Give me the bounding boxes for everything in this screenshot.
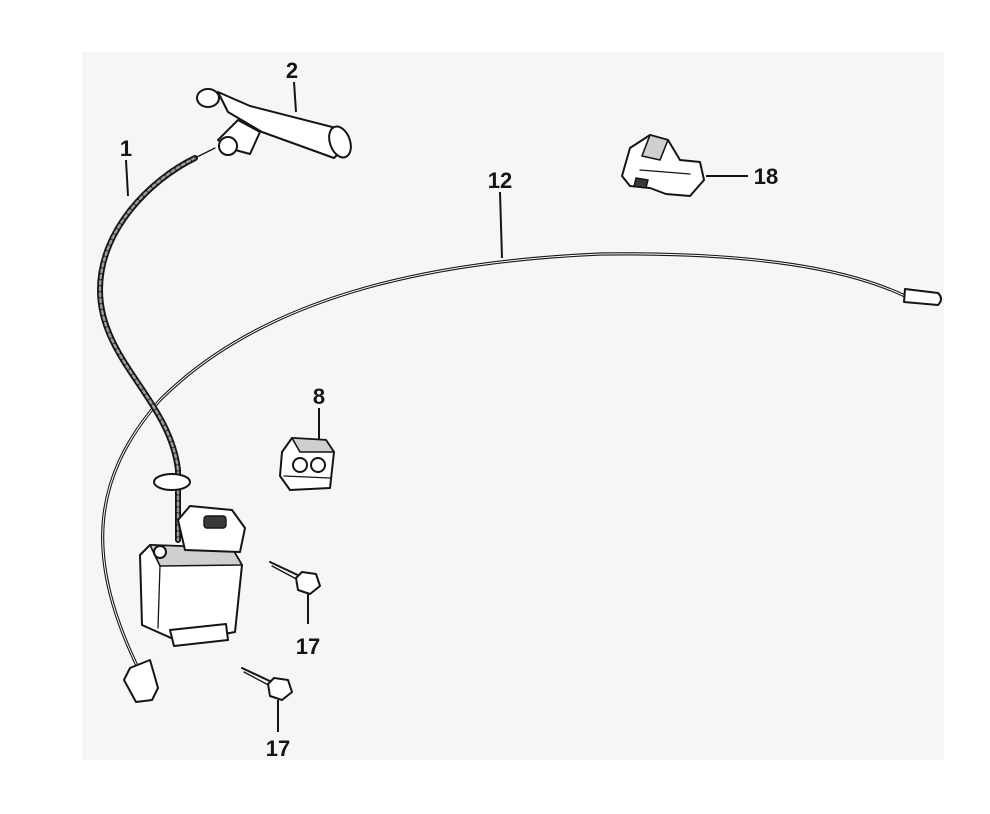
ground-terminal-lug	[123, 659, 159, 703]
callout-17-lower: 17	[266, 736, 290, 761]
callout-12: 12	[488, 168, 512, 193]
part-8-rubber-grommet[interactable]	[279, 437, 335, 491]
part-2-spark-plug-cap[interactable]	[196, 88, 355, 160]
part-12-ground-wire[interactable]	[101, 252, 942, 703]
callout-8: 8	[313, 384, 325, 409]
part-1-ignition-coil[interactable]	[96, 147, 246, 647]
coil-mount-bracket	[177, 505, 246, 553]
callout-2: 2	[286, 58, 298, 83]
diagram-background	[82, 52, 944, 760]
leader-12	[499, 191, 503, 259]
leader-2	[293, 81, 297, 113]
cable-grommet	[153, 473, 191, 491]
callout-17-upper: 17	[296, 634, 320, 659]
leader-1	[125, 159, 129, 197]
part-18-wire-clamp[interactable]	[621, 134, 705, 197]
callout-1: 1	[120, 136, 132, 161]
part-17-bolt-upper[interactable]	[269, 561, 321, 595]
part-17-bolt-lower[interactable]	[241, 667, 293, 701]
callout-18: 18	[754, 164, 778, 189]
wire-terminal-end	[903, 288, 942, 306]
